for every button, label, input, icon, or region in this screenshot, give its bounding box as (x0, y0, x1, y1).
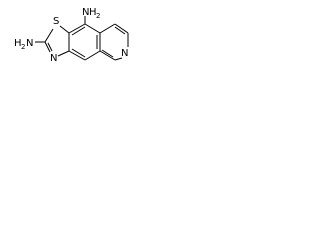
bond (99, 23, 116, 34)
pyridine-nitrogen-label: N (121, 48, 128, 59)
bond (114, 26, 126, 35)
sulfur-atom-label: S (53, 16, 59, 27)
bond (68, 23, 86, 34)
left-amine-n-label: N (26, 38, 33, 49)
bond (71, 26, 86, 36)
molecule-structure: S N N N H 2 H 2 N (14, 7, 129, 64)
bond (84, 50, 101, 61)
bond (44, 28, 54, 43)
left-amine-subscript: 2 (21, 43, 25, 51)
top-amine-n-label: N (82, 7, 89, 18)
bond (114, 23, 129, 34)
bond (71, 48, 86, 58)
thiazole-nitrogen-label: N (50, 53, 57, 64)
top-amine-h-label: H (89, 7, 97, 18)
molecule-diagram: S N N N H 2 H 2 N (0, 0, 130, 85)
bond (59, 25, 70, 34)
bond (114, 57, 123, 61)
bond (101, 49, 114, 58)
bond (47, 42, 53, 52)
bond (44, 41, 51, 53)
bond (99, 50, 116, 61)
top-amine-subscript: 2 (96, 12, 100, 20)
bond (68, 50, 86, 61)
bond (57, 50, 70, 57)
left-amine-h-label: H (14, 38, 22, 49)
bond (84, 23, 101, 34)
